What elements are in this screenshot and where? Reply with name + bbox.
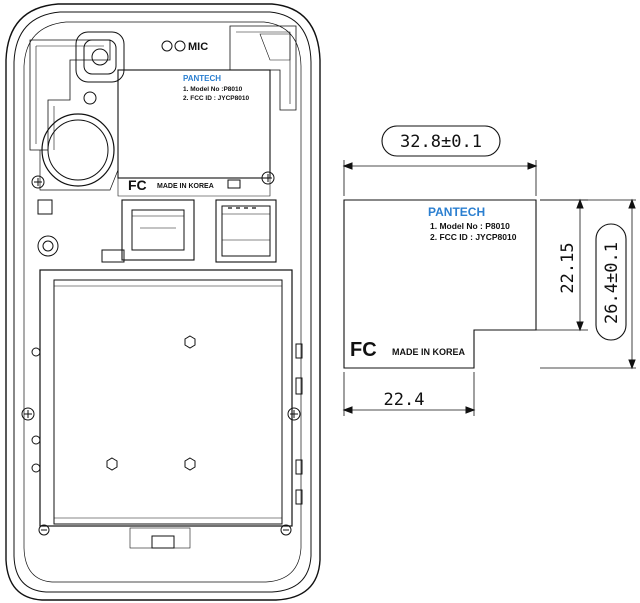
mic-label: MIC xyxy=(188,41,208,53)
battery-area xyxy=(39,269,293,549)
phone-back-housing: MIC PANTECH 1. Model No :P8010 2. FCC ID… xyxy=(5,3,321,601)
detail-label-made-in: MADE IN KOREA xyxy=(392,347,466,357)
dimension-height-total-value: 26.4±0.1 xyxy=(602,242,622,324)
dimension-width-total-value: 32.8±0.1 xyxy=(400,132,482,152)
detail-label-model: 1. Model No : P8010 xyxy=(430,221,510,231)
screw-icon xyxy=(31,175,45,189)
label-detail: PANTECH 1. Model No : P8010 2. FCC ID : … xyxy=(342,125,636,416)
device-label-brand: PANTECH xyxy=(183,74,221,83)
side-slots xyxy=(31,343,303,505)
detail-label-brand: PANTECH xyxy=(428,205,485,219)
screw-icon xyxy=(287,407,301,421)
device-label-fcc-id: 2. FCC ID : JYCP8010 xyxy=(183,95,249,102)
camera-module xyxy=(75,31,125,105)
screw-icon xyxy=(261,171,275,185)
device-label-model: 1. Model No :P8010 xyxy=(183,86,243,93)
dimension-width-total: 32.8±0.1 xyxy=(342,125,538,196)
screw-icon xyxy=(280,524,292,536)
dimension-width-bottom-value: 22.4 xyxy=(384,390,425,410)
device-label-fc-mark: FC xyxy=(128,177,147,193)
label-outline xyxy=(343,199,537,369)
screws xyxy=(21,171,301,536)
small-components xyxy=(37,199,125,263)
dimension-height-total: 26.4±0.1 xyxy=(540,198,636,370)
card-slots xyxy=(121,199,277,263)
detail-label-fcc-id: 2. FCC ID : JYCP8010 xyxy=(430,232,517,242)
detail-label-fc-mark: FC xyxy=(350,339,377,361)
screw-icon xyxy=(38,524,50,536)
mic-marking: MIC xyxy=(161,40,208,53)
speaker xyxy=(39,113,119,191)
device-label-made-in: MADE IN KOREA xyxy=(157,183,214,190)
dimension-height-upper-value: 22.15 xyxy=(558,242,578,293)
screw-icon xyxy=(21,407,35,421)
dimension-height-upper: 22.15 xyxy=(478,198,588,332)
device-label: PANTECH 1. Model No :P8010 2. FCC ID : J… xyxy=(117,69,271,197)
dimension-width-bottom: 22.4 xyxy=(342,372,476,416)
